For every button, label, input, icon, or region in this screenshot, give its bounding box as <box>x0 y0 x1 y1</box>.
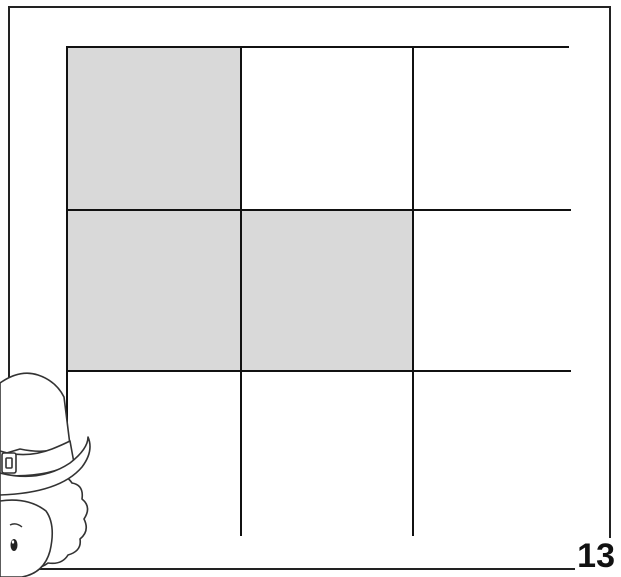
grid-cell-r1-c2 <box>242 48 414 211</box>
grid-cell-r1-c1 <box>68 48 242 211</box>
grid-cell-r1-c3 <box>414 48 571 211</box>
leprechaun-hat-character-icon <box>0 365 110 577</box>
page-number: 13 <box>575 538 617 575</box>
shading-grid <box>66 46 569 534</box>
grid-cell-r2-c3 <box>414 211 571 372</box>
grid-cell-r3-c2 <box>242 372 414 536</box>
grid-cell-r3-c3 <box>414 372 571 536</box>
grid-cell-r2-c2 <box>242 211 414 372</box>
grid-cell-r2-c1 <box>68 211 242 372</box>
